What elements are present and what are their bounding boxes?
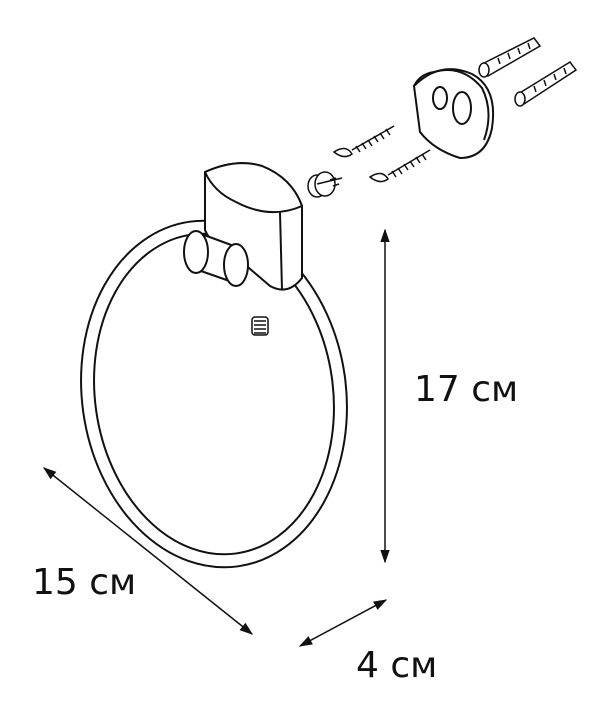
mounting-plate bbox=[413, 68, 495, 159]
wood-screws bbox=[332, 125, 431, 183]
wall-mount-base bbox=[204, 162, 303, 291]
height-label: 17 см bbox=[414, 369, 519, 410]
wall-plugs bbox=[478, 37, 578, 107]
dimension-lines bbox=[42, 228, 390, 647]
set-screw bbox=[251, 316, 269, 336]
width-label: 15 см bbox=[32, 562, 137, 603]
depth-dimension-line bbox=[298, 599, 388, 647]
depth-label: 4 см bbox=[356, 645, 438, 686]
width-dimension-line bbox=[42, 467, 254, 635]
mounting-screw-small bbox=[307, 171, 343, 198]
ring-connector bbox=[183, 230, 249, 287]
